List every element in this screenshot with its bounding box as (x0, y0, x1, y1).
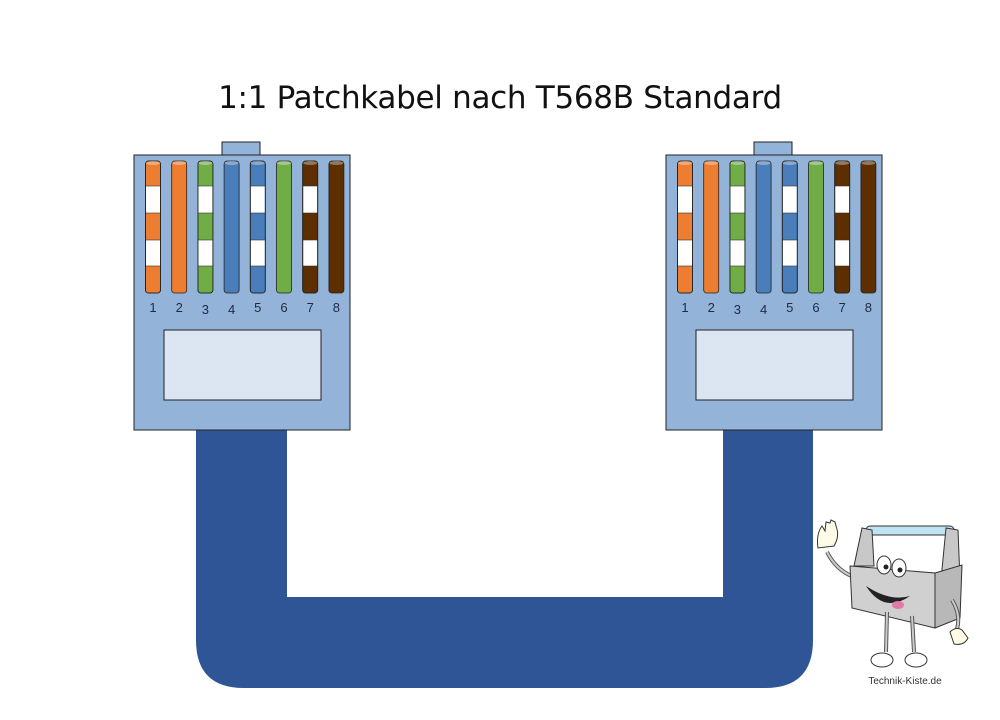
pin-number: 1 (681, 300, 688, 315)
pin-number: 2 (176, 300, 183, 315)
page-title: 1:1 Patchkabel nach T568B Standard (218, 80, 782, 116)
latch-tab (753, 141, 793, 156)
toolbox-mascot-icon (817, 519, 969, 668)
pin-number: 5 (254, 300, 261, 315)
wire-stripe (198, 240, 213, 266)
wire-stripe (835, 186, 850, 213)
pin-number: 4 (228, 302, 235, 317)
wire-stripe (146, 240, 160, 266)
pin-number: 3 (202, 302, 209, 317)
wire-orange (703, 160, 720, 294)
wire-stripe (303, 186, 318, 213)
pin-number: 2 (708, 300, 715, 315)
pin-number: 6 (280, 300, 287, 315)
connector-window (695, 329, 854, 401)
pin-number: 7 (839, 300, 846, 315)
logo-text: Technik-Kiste.de (868, 676, 942, 687)
wire-brown (328, 160, 345, 294)
wire-stripe (782, 186, 797, 213)
wire-stripe (678, 240, 692, 266)
connector-left: 1 2 3 4 5 6 7 8 (133, 141, 351, 431)
latch-tab (221, 141, 261, 156)
wire-stripe (782, 240, 797, 266)
cable (196, 430, 813, 688)
wire-orange (171, 160, 188, 294)
wire-white-green (197, 160, 214, 294)
wire-green (808, 160, 824, 294)
wire-blue (223, 160, 240, 294)
wire-brown (860, 160, 877, 294)
wire-white-brown (834, 160, 851, 294)
wire-white-blue (781, 160, 798, 294)
wire-white-blue (249, 160, 266, 294)
pin-number: 8 (865, 300, 872, 315)
connector-right: 1 2 3 4 5 6 7 8 (665, 141, 883, 431)
pin-number: 4 (760, 302, 767, 317)
wire-white-orange (145, 160, 161, 294)
wire-stripe (730, 240, 745, 266)
wire-blue (755, 160, 772, 294)
wire-white-green (729, 160, 746, 294)
pin-number: 3 (734, 302, 741, 317)
wire-green (276, 160, 292, 294)
wire-white-brown (302, 160, 319, 294)
pin-number: 8 (333, 300, 340, 315)
wire-stripe (303, 240, 318, 266)
connector-window (163, 329, 322, 401)
pin-number: 6 (812, 300, 819, 315)
wire-stripe (250, 186, 265, 213)
pin-number: 5 (786, 300, 793, 315)
wire-stripe (678, 186, 692, 213)
wire-stripe (198, 186, 213, 213)
wire-white-orange (677, 160, 693, 294)
pin-number: 7 (307, 300, 314, 315)
wire-stripe (835, 240, 850, 266)
wire-stripe (730, 186, 745, 213)
pin-number: 1 (149, 300, 156, 315)
wire-stripe (146, 186, 160, 213)
wire-stripe (250, 240, 265, 266)
